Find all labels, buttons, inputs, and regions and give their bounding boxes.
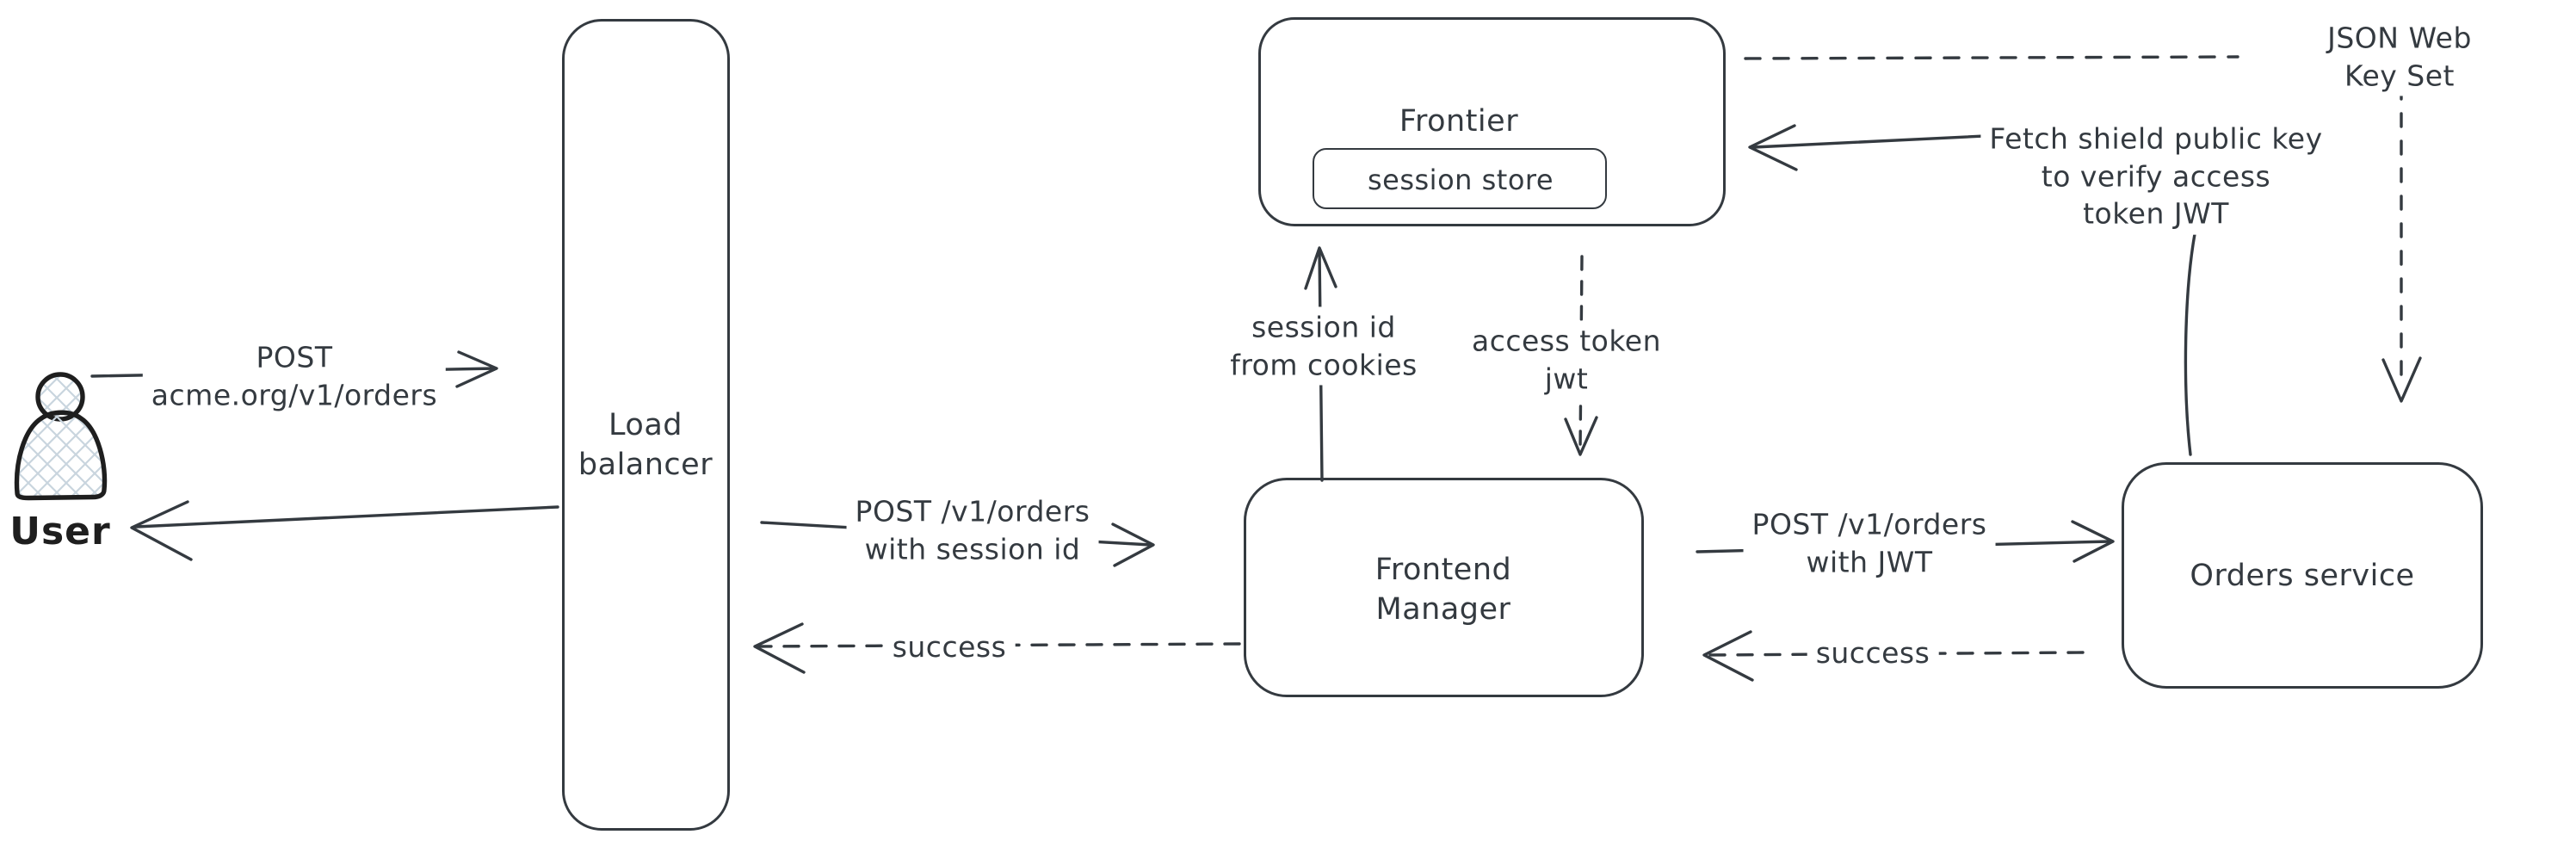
edge-label-post-with-jwt: POST /v1/orders with JWT [1743, 504, 1996, 583]
edge-label-fetch-public-key: Fetch shield public key to verify access… [1980, 118, 2332, 235]
arrow-access-token-down [1564, 255, 1598, 456]
arrow-success-to-load-balancer [753, 622, 1241, 674]
edge-label-post-acme: POST acme.org/v1/orders [142, 337, 447, 416]
edge-label-json-web-key-set: JSON Web Key Set [2311, 17, 2488, 96]
user-figure [14, 372, 108, 501]
node-orders-service [2122, 462, 2483, 689]
edge-label-session-id: session id from cookies [1221, 306, 1426, 386]
node-load-balancer [562, 19, 730, 831]
session-store-label: session store [1367, 163, 1554, 196]
arrow-success-to-frontend-manager [1702, 630, 2085, 682]
node-frontend-manager [1244, 478, 1644, 697]
edge-label-access-token: access token jwt [1463, 320, 1670, 399]
orders-service-label: Orders service [2190, 558, 2415, 593]
node-session-store [1313, 148, 1607, 209]
frontend-manager-label: Frontend Manager [1374, 552, 1512, 627]
node-frontier [1258, 17, 1726, 226]
arrow-jwks-to-orders [2381, 84, 2422, 403]
user-body [14, 410, 108, 501]
load-balancer-label: Load balancer [578, 407, 713, 482]
line-frontier-to-jwks [1744, 55, 2239, 60]
edge-label-post-with-session: POST /v1/orders with session id [846, 491, 1099, 570]
frontier-label: Frontier [1399, 103, 1519, 139]
user-label: User [9, 509, 111, 553]
arrow-load-balancer-to-user [130, 500, 559, 561]
edge-label-success-fm: success [1807, 633, 1939, 674]
edge-label-success-lb: success [883, 627, 1016, 668]
